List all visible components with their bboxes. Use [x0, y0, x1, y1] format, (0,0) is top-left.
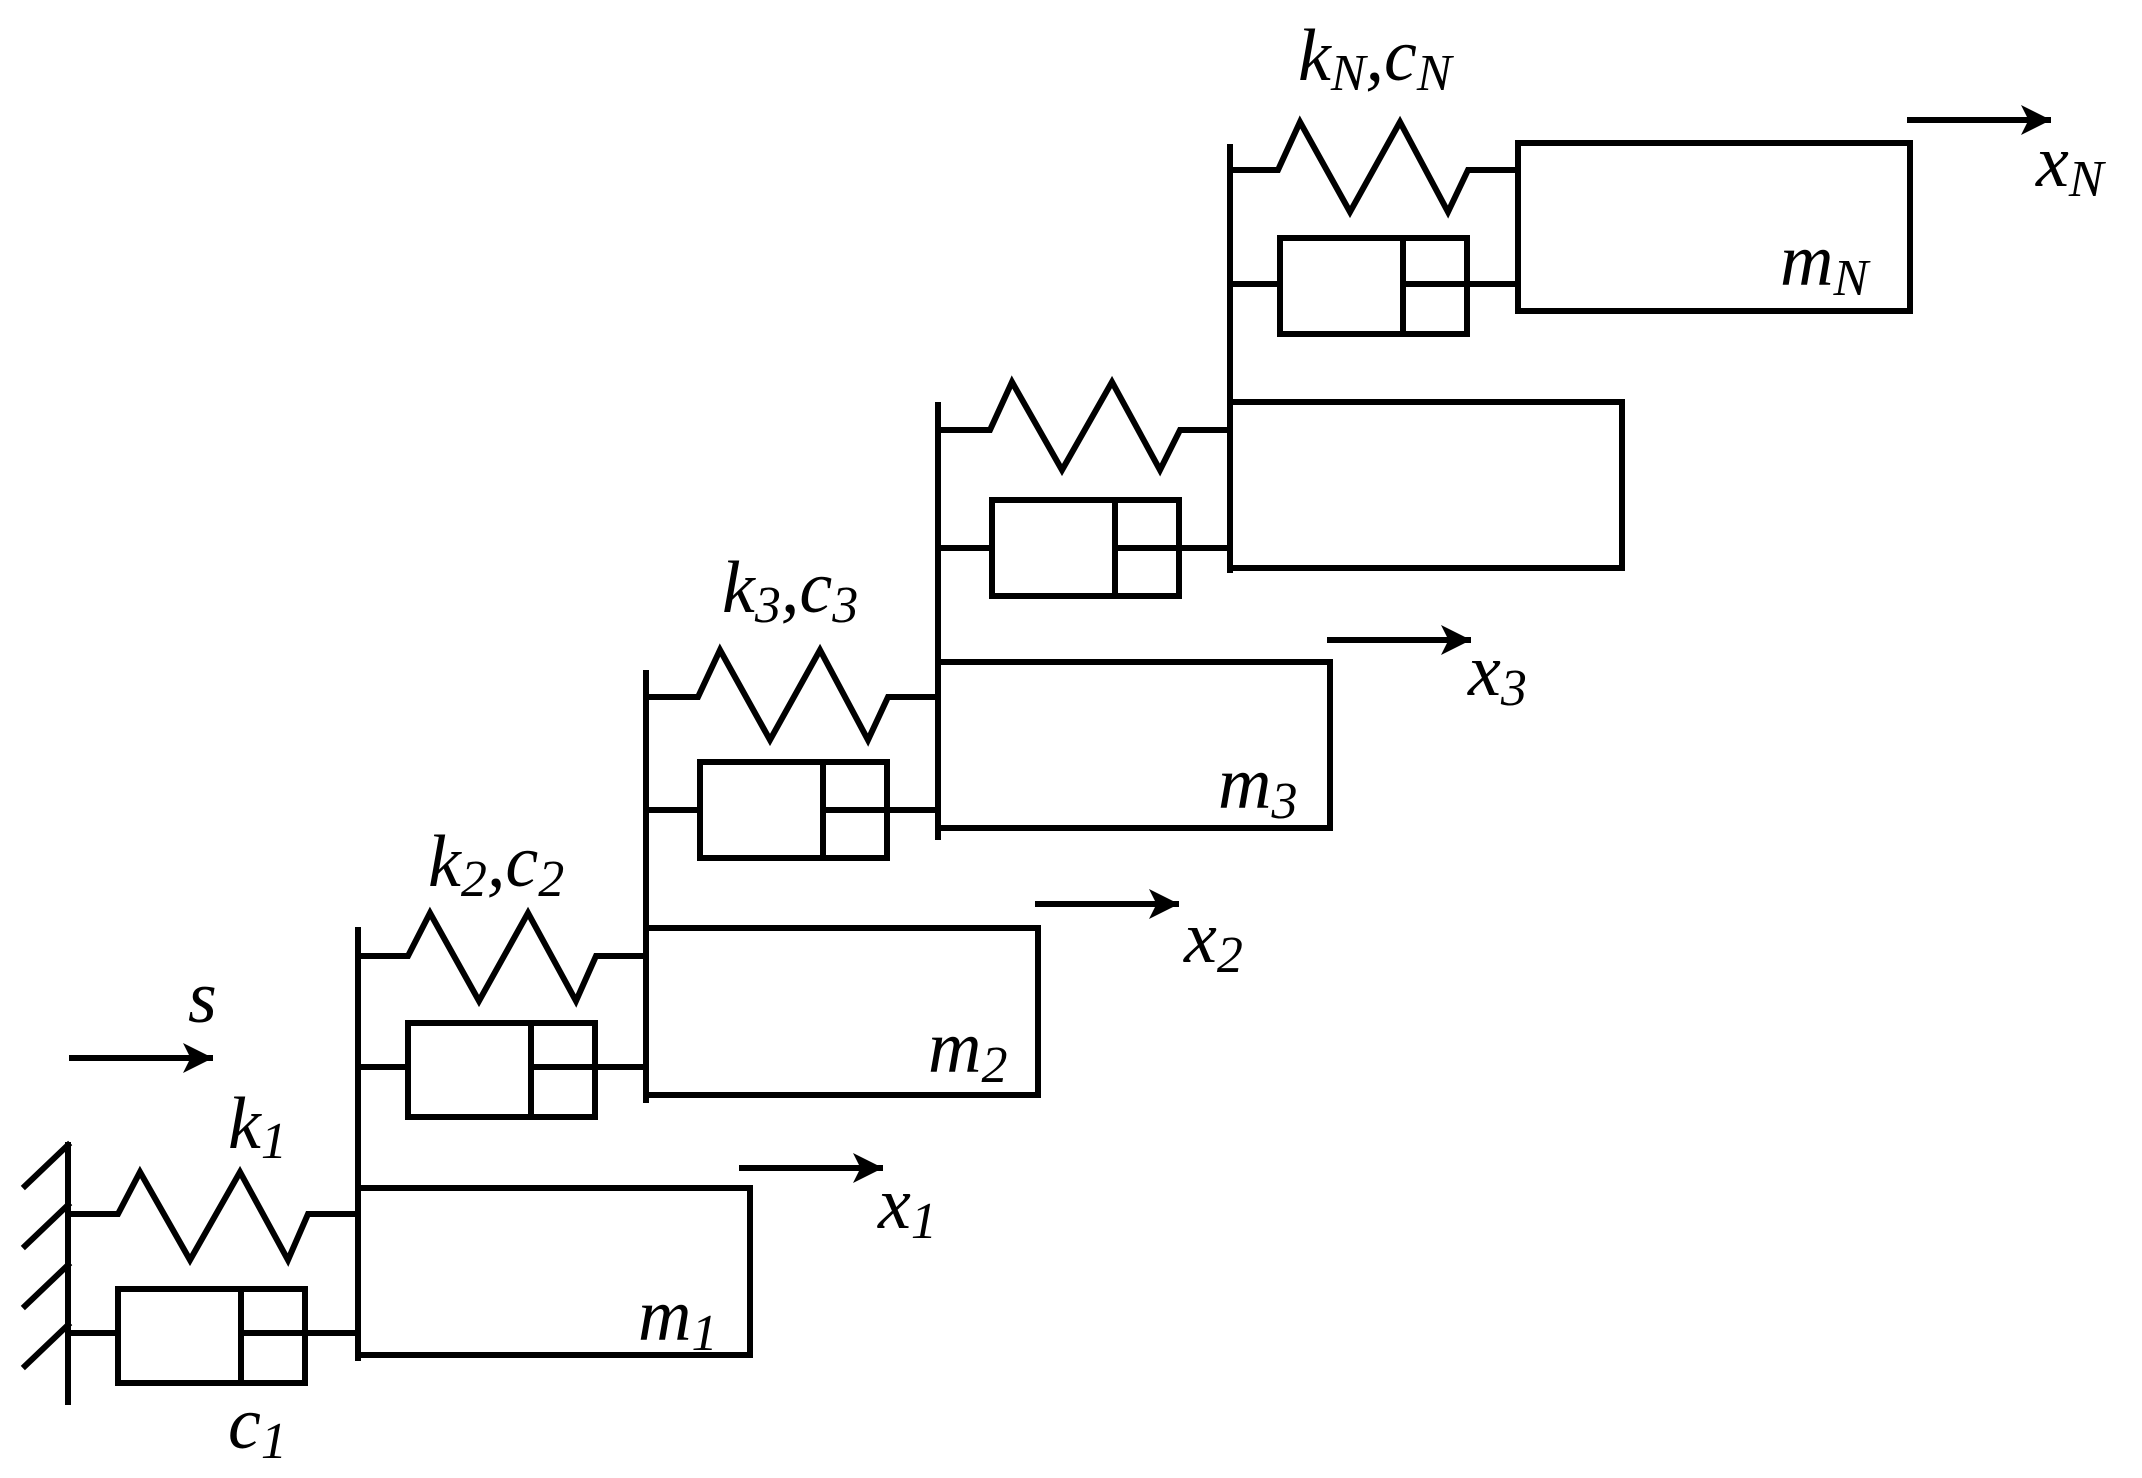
label-x1: x1 [877, 1163, 937, 1250]
label-kN-cN: kN,cN [1298, 15, 1455, 102]
spring-k1 [65, 1165, 361, 1267]
label-c1: c1 [228, 1383, 287, 1470]
spring-kN [1227, 115, 1521, 219]
label-x2: x2 [1183, 897, 1243, 984]
label-mN: mN [1780, 220, 1871, 307]
damper-c2 [355, 1020, 649, 1120]
label-k1: k1 [228, 1083, 287, 1170]
label-k2-c2: k2,c2 [428, 821, 564, 908]
damper-cN [1227, 235, 1521, 337]
spring-k2 [355, 906, 649, 1008]
mass-m3 [935, 659, 1333, 831]
spring-k3 [643, 643, 941, 747]
damper-intermediate [935, 497, 1233, 599]
label-m3: m3 [1218, 743, 1297, 830]
mass-intermediate [1227, 399, 1625, 571]
mass-m1 [355, 1185, 753, 1358]
label-k3-c3: k3,c3 [722, 547, 858, 634]
label-s: s [188, 957, 217, 1039]
label-x3: x3 [1467, 630, 1527, 717]
fixed-wall [20, 1140, 73, 1405]
mass-m2 [643, 925, 1041, 1098]
damper-c3 [643, 759, 941, 861]
damper-c1 [65, 1286, 361, 1386]
label-xN: xN [2035, 121, 2107, 208]
label-m2: m2 [928, 1007, 1007, 1094]
label-m1: m1 [638, 1275, 717, 1362]
spring-intermediate [935, 375, 1233, 477]
mass-mN [1515, 140, 1913, 314]
